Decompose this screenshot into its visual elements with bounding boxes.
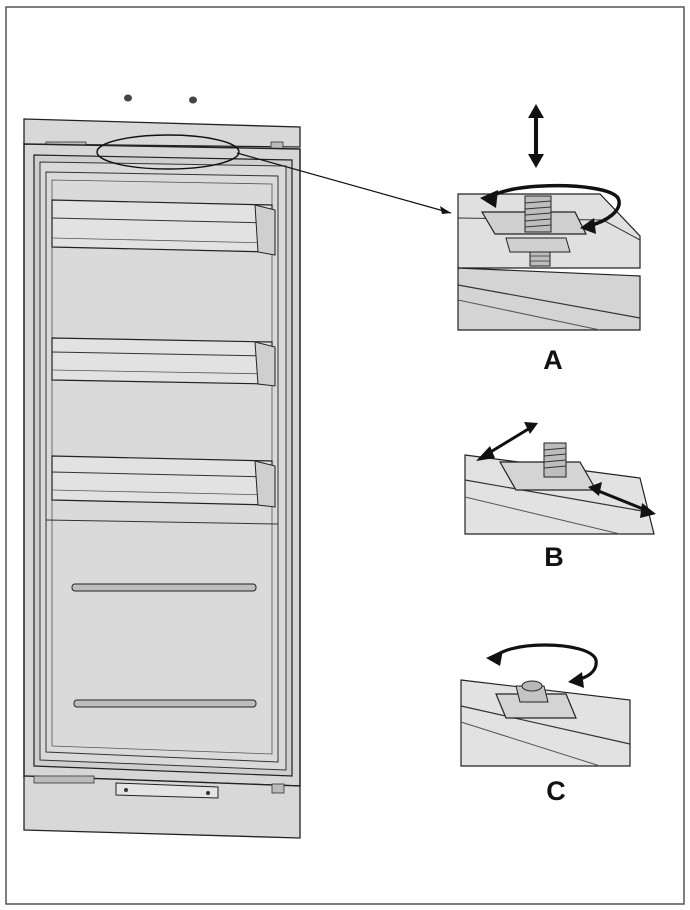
- slide-arrow-icon: [476, 422, 538, 461]
- detail-a: [457, 104, 641, 331]
- rotation-arrow-icon: [480, 183, 621, 234]
- vertical-adjust-arrow-icon: [528, 104, 544, 168]
- callout-leader-line: [236, 152, 452, 214]
- slide-arrow-icon: [588, 482, 656, 518]
- detail-callout-ellipse: [96, 134, 240, 170]
- fridge-door: [23, 94, 301, 839]
- label-b: B: [544, 542, 564, 572]
- top-screw: [189, 96, 197, 104]
- label-a: A: [543, 345, 563, 375]
- door-bar: [71, 583, 257, 592]
- door-bar: [73, 699, 257, 708]
- detail-b: [464, 422, 656, 535]
- rotation-arrow-icon: [486, 643, 598, 688]
- detail-c: [460, 643, 631, 767]
- top-screw: [124, 94, 132, 102]
- label-c: C: [546, 776, 566, 806]
